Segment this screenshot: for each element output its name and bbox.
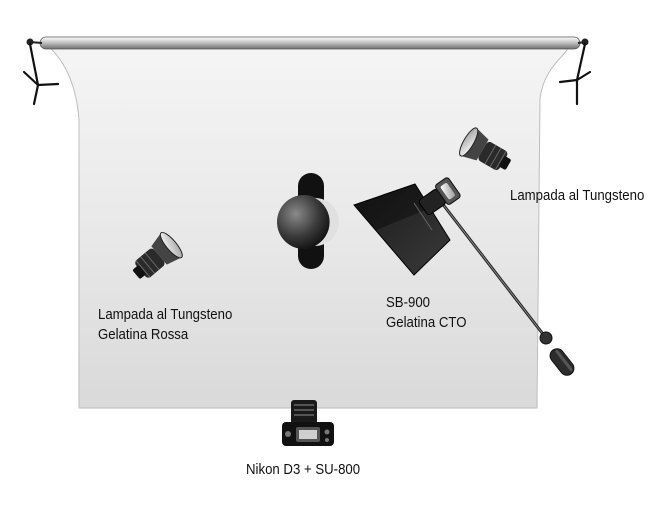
- flash-label-line1: SB-900: [386, 294, 431, 311]
- tungsten-lamp-left-label-line1: Lampada al Tungsteno: [98, 306, 233, 323]
- flash-label-line2: Gelatina CTO: [386, 314, 467, 331]
- tungsten-lamp-left-label: Lampada al Tungsteno Gelatina Rossa: [98, 305, 232, 345]
- subject-icon: [277, 173, 339, 269]
- camera-icon: [282, 400, 334, 446]
- camera-label: Nikon D3 + SU-800: [246, 460, 360, 480]
- boom-arm-icon: [436, 196, 575, 376]
- flash-label: SB-900 Gelatina CTO: [386, 293, 466, 333]
- stand-left-icon: [22, 42, 60, 106]
- tungsten-lamp-left-label-line2: Gelatina Rossa: [98, 326, 189, 343]
- sb900-flash-icon: [418, 177, 461, 216]
- tungsten-lamp-right-icon: [459, 127, 511, 171]
- backdrop-roll: [26, 36, 589, 50]
- camera-label-text: Nikon D3 + SU-800: [246, 461, 361, 478]
- stand-right-icon: [558, 42, 592, 106]
- tungsten-lamp-right-label-line1: Lampada al Tungsteno: [510, 187, 645, 204]
- tungsten-lamp-left-icon: [133, 231, 183, 279]
- tungsten-lamp-right-label: Lampada al Tungsteno: [510, 186, 644, 206]
